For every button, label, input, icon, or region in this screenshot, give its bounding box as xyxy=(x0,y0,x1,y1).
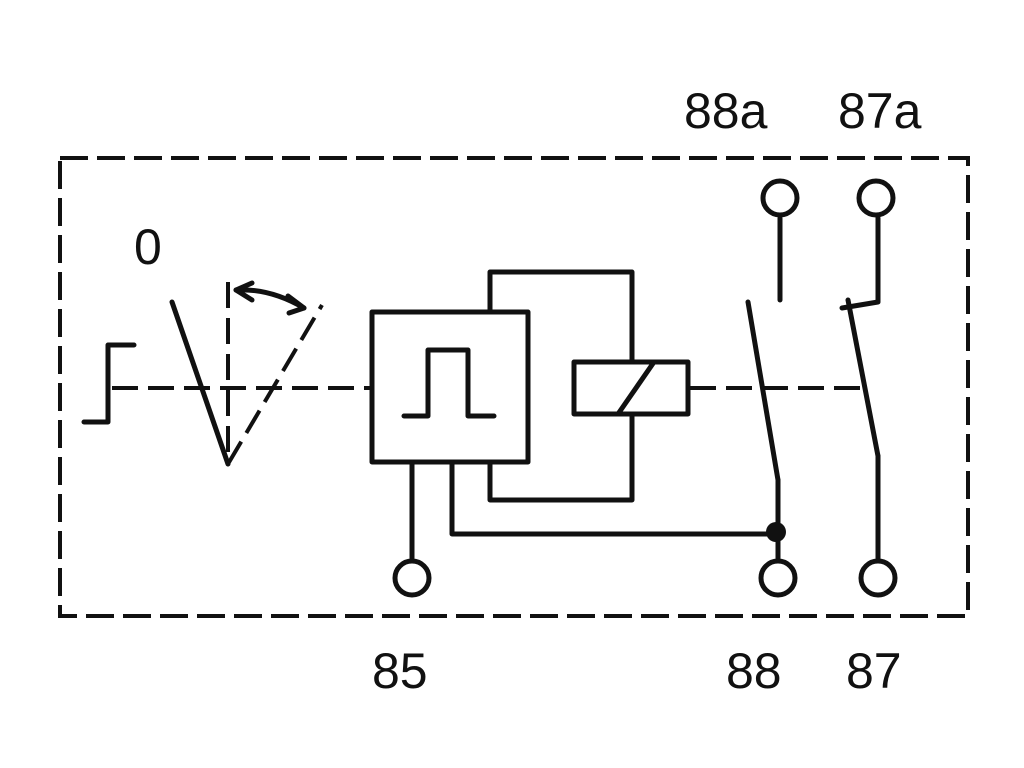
contact-88-blade xyxy=(745,299,781,483)
terminal-88 xyxy=(758,558,798,598)
contact-87-blade xyxy=(845,297,881,459)
label-88: 88 xyxy=(726,643,782,699)
swing-arrowhead-right xyxy=(285,293,307,316)
housing-outline xyxy=(58,156,970,618)
swing-arrowhead-left xyxy=(233,280,255,303)
relay-coil-diagonal xyxy=(615,359,657,417)
label-switch-position-0: 0 xyxy=(134,219,162,275)
terminal-88a xyxy=(760,178,800,218)
pulse-symbol xyxy=(401,347,497,419)
timer-module-box xyxy=(369,309,531,465)
label-87: 87 xyxy=(846,643,902,699)
label-88a: 88a xyxy=(684,83,768,139)
relay-frame-wire xyxy=(487,269,635,503)
switch-lever-swing-dashed xyxy=(226,303,324,466)
wire-to-88-junction xyxy=(449,459,779,537)
input-step-symbol xyxy=(81,342,137,425)
label-87a: 87a xyxy=(838,83,922,139)
relay-coil xyxy=(571,359,691,417)
terminal-87 xyxy=(858,558,898,598)
switch-lever xyxy=(169,299,231,467)
label-85: 85 xyxy=(372,643,428,699)
terminal-85 xyxy=(392,558,432,598)
contact-87a-stub xyxy=(839,215,881,311)
terminal-87a xyxy=(856,178,896,218)
